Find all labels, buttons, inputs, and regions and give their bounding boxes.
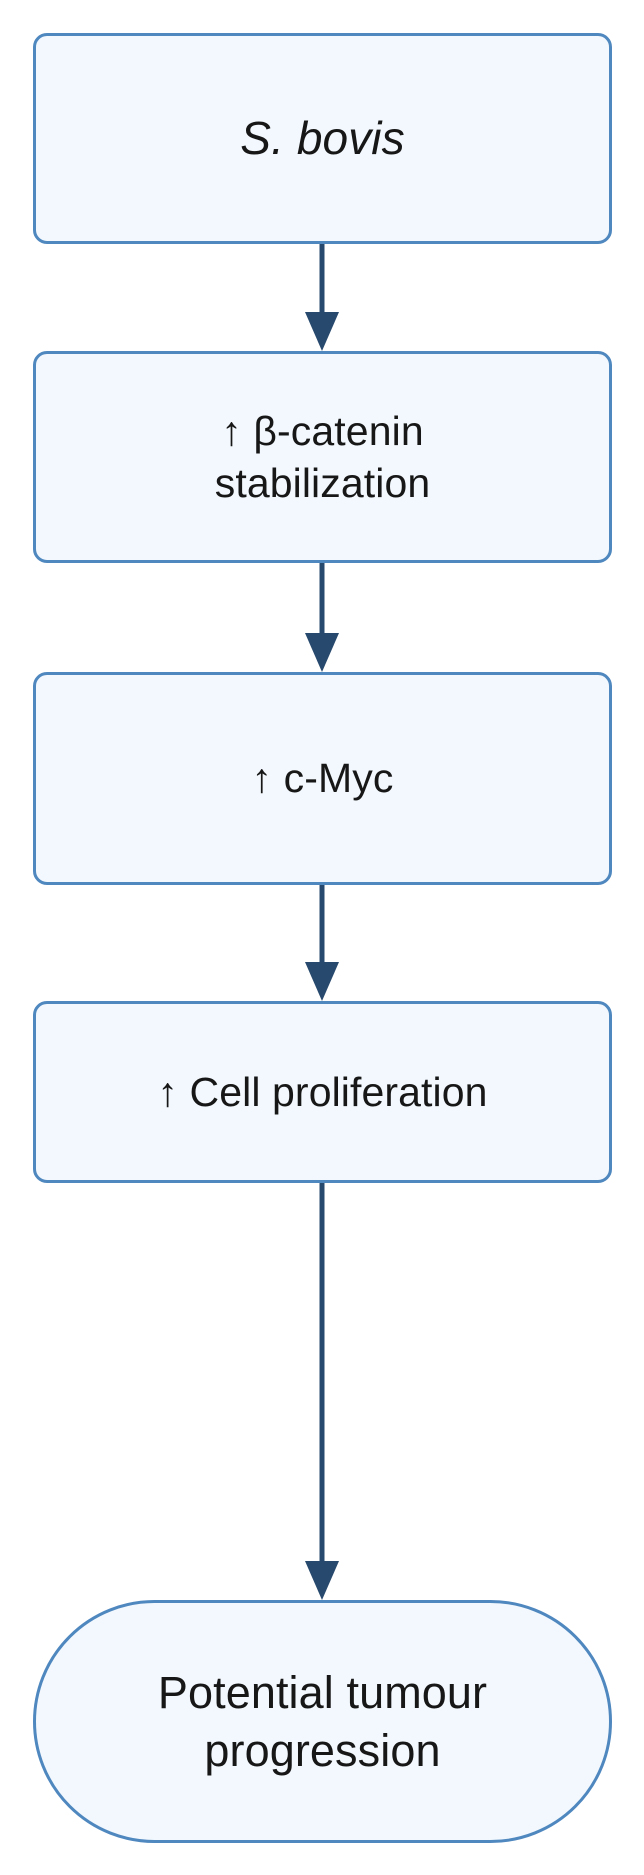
node-s-bovis-label: S. bovis	[240, 112, 405, 165]
edge-proliferation-to-tumour	[305, 1183, 339, 1600]
edge-sbovis-to-bcatenin	[305, 244, 339, 351]
edge-bcatenin-to-cmyc	[305, 563, 339, 672]
node-c-myc[interactable]: ↑ c-Myc	[33, 672, 612, 885]
edge-cmyc-to-proliferation	[305, 885, 339, 1001]
node-cell-proliferation-label: ↑ Cell proliferation	[157, 1068, 488, 1115]
node-beta-catenin-stabilization[interactable]: ↑ β-catenin stabilization	[33, 351, 612, 563]
node-potential-tumour-progression-label: Potential tumour progression	[157, 1666, 488, 1776]
node-c-myc-label: ↑ c-Myc	[251, 755, 394, 802]
node-s-bovis[interactable]: S. bovis	[33, 33, 612, 244]
node-potential-tumour-progression[interactable]: Potential tumour progression	[33, 1600, 612, 1843]
node-beta-catenin-stabilization-label: ↑ β-catenin stabilization	[214, 407, 431, 506]
node-cell-proliferation[interactable]: ↑ Cell proliferation	[33, 1001, 612, 1183]
